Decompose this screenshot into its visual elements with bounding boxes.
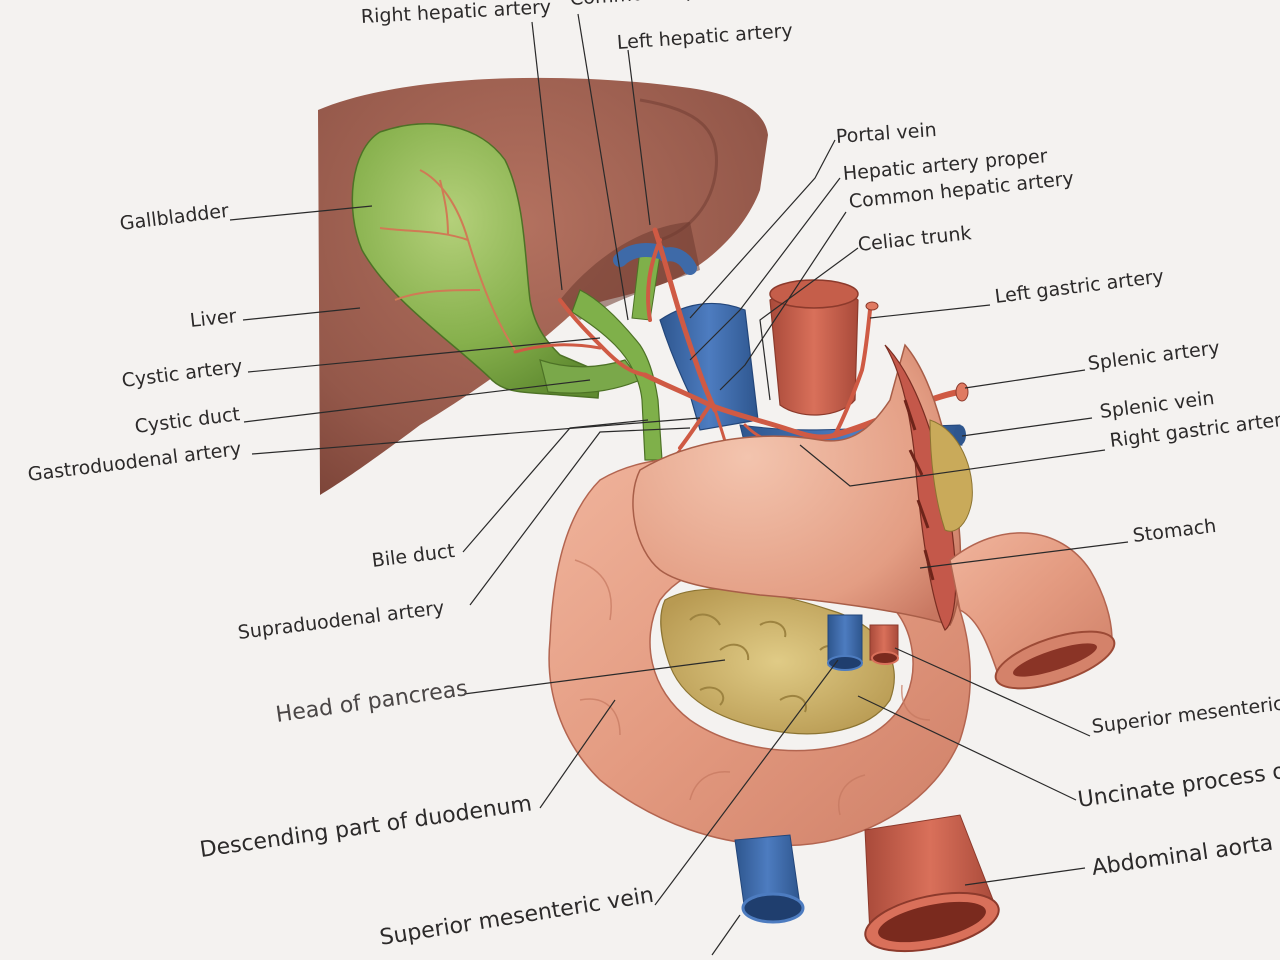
stomach-cut-rugae	[903, 399, 935, 581]
gallbladder-artery-branches	[379, 169, 516, 351]
arteries	[513, 227, 965, 521]
label-liver: Liver	[188, 305, 238, 332]
spleen-tissue	[929, 419, 973, 532]
leader-lines	[229, 13, 1129, 956]
liver-underside	[560, 222, 700, 320]
pancreas-texture	[689, 613, 844, 713]
duodenum-folds	[574, 559, 931, 816]
